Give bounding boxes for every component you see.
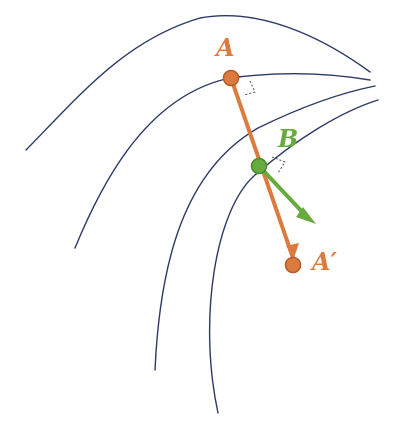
level-curve-1 — [25, 15, 371, 151]
label-b: B — [277, 124, 298, 153]
point-b-dot — [250, 157, 268, 175]
level-curve-3 — [154, 85, 376, 371]
level-curve-2 — [74, 73, 371, 249]
right-angle-mark-b — [271, 156, 286, 174]
label-a: A — [214, 33, 235, 62]
right-angle-mark-a — [243, 80, 256, 96]
green-arrowhead — [296, 207, 316, 224]
label-a-prime: A′ — [310, 247, 338, 276]
point-a-prime-dot — [284, 256, 302, 274]
point-a-dot — [222, 69, 240, 87]
level-curve-4 — [208, 99, 379, 414]
green-arrow-line — [257, 164, 309, 219]
orange-arrowhead — [286, 243, 299, 258]
